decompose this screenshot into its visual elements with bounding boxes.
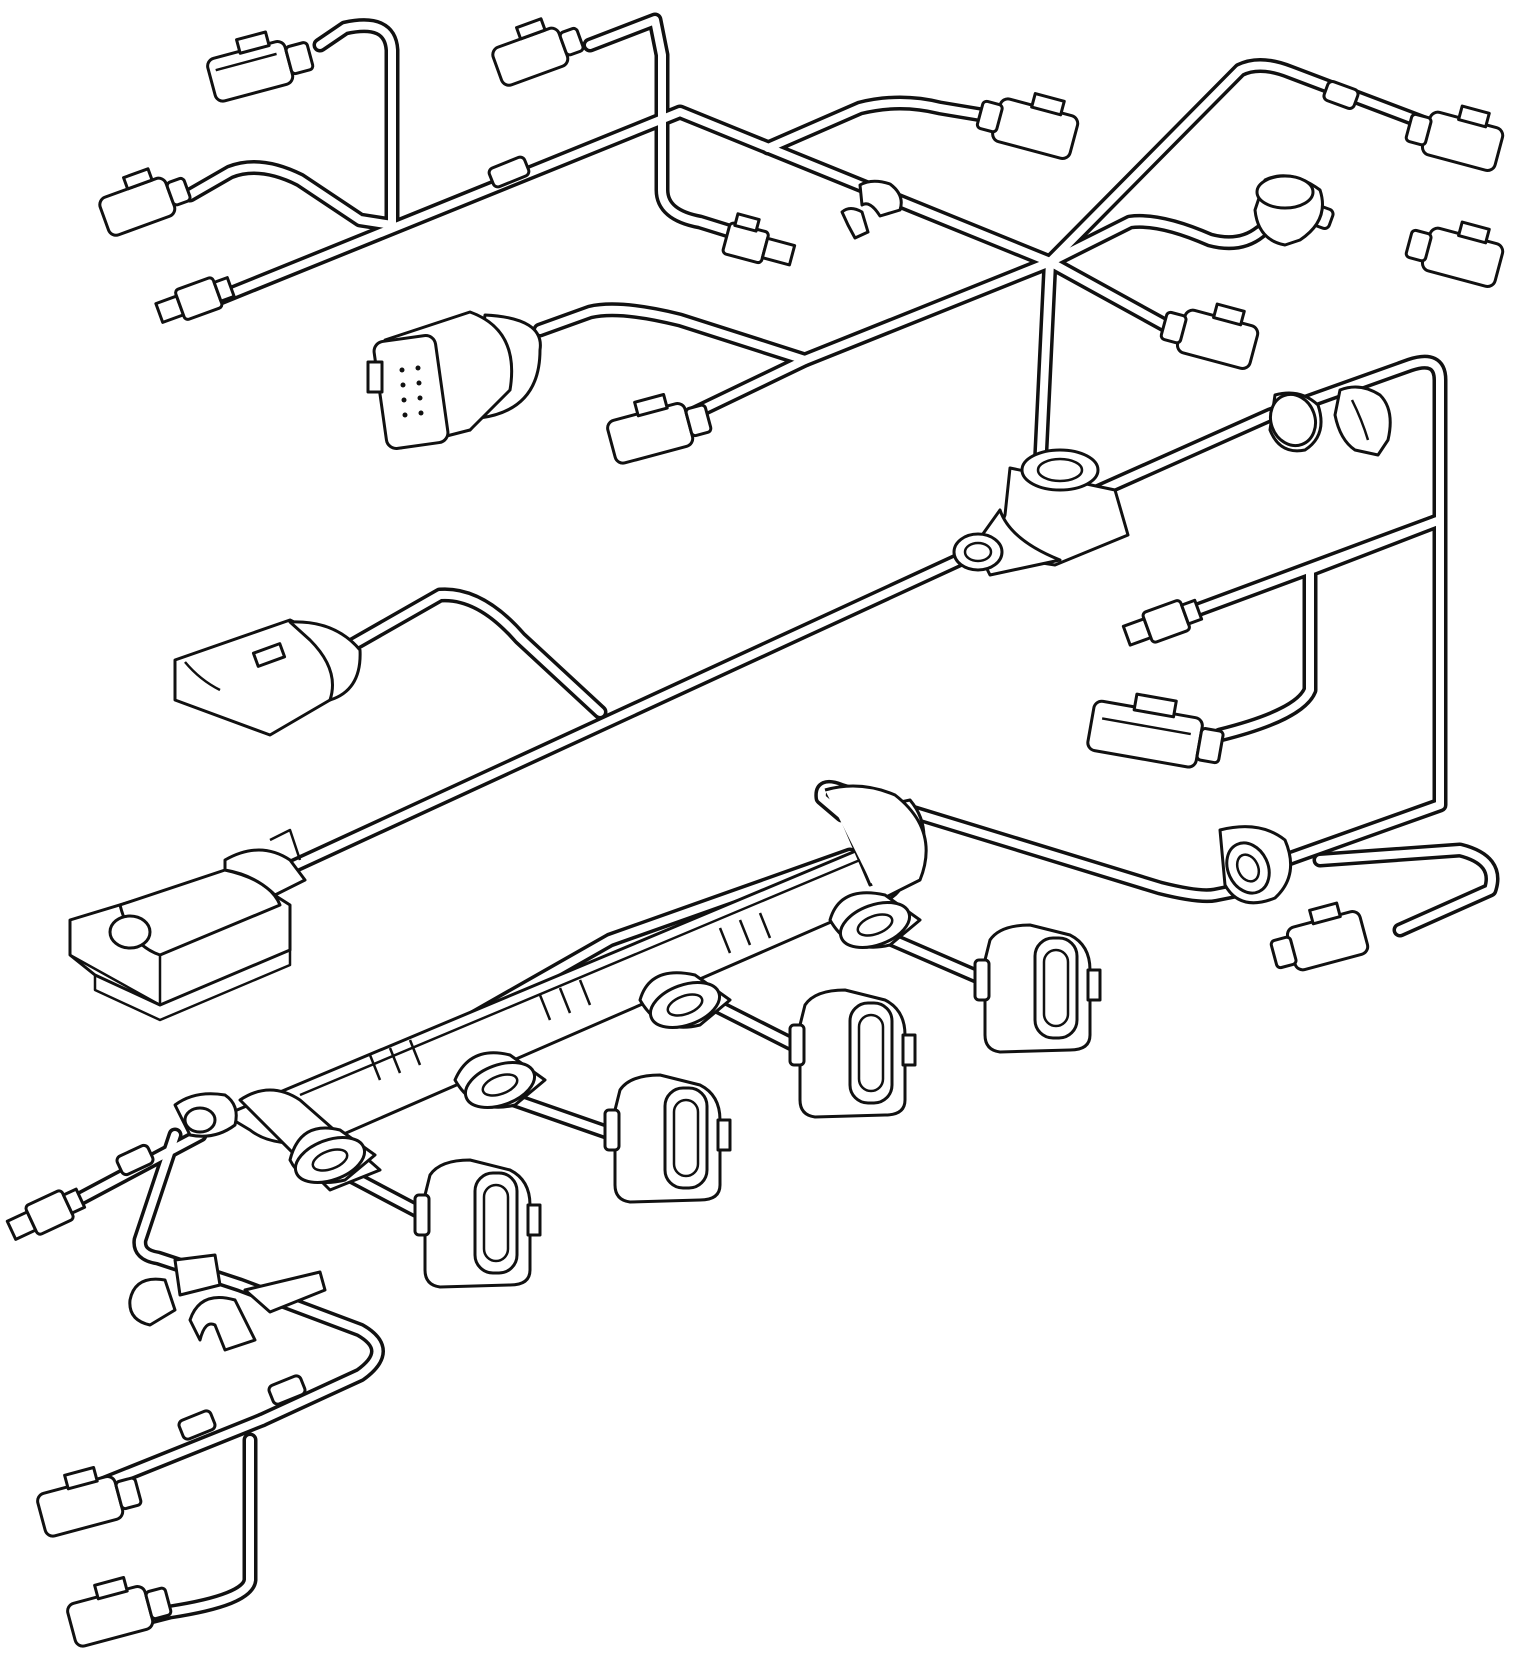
- small-connector: [1404, 220, 1505, 289]
- coil-connector: [413, 1158, 542, 1289]
- wire-clip: [840, 179, 903, 240]
- coil-boot: [288, 1126, 377, 1184]
- coil-boot: [453, 1051, 547, 1109]
- small-connector: [206, 30, 315, 103]
- wire-clip: [128, 1253, 222, 1327]
- coil-boot: [828, 891, 922, 949]
- small-connector: [975, 92, 1080, 161]
- small-connector: [1086, 692, 1225, 769]
- coil-connector: [788, 988, 917, 1119]
- junction-block: [952, 448, 1130, 577]
- small-connector: [36, 1465, 143, 1538]
- coil-boot: [638, 971, 732, 1029]
- small-connector: [98, 167, 192, 237]
- multi-pin-connector: [366, 310, 542, 450]
- large-connector: [173, 618, 362, 737]
- small-connector: [491, 17, 585, 87]
- mini-connector: [154, 276, 236, 324]
- small-connector: [1404, 104, 1505, 173]
- coil-connector: [973, 923, 1102, 1054]
- mini-connector: [5, 1187, 87, 1241]
- sensor-connector: [1253, 174, 1324, 247]
- small-connector: [66, 1575, 173, 1648]
- wire-clip: [188, 1270, 327, 1352]
- grommet: [1218, 825, 1293, 905]
- small-connector: [1159, 302, 1260, 371]
- main-harness-connector: [68, 828, 307, 1022]
- small-connector: [606, 392, 713, 465]
- mini-connector: [721, 212, 797, 267]
- mini-connector: [1121, 598, 1204, 647]
- wires: [32, 12, 1500, 1638]
- pin-array: [399, 365, 424, 418]
- harness-loom: [173, 784, 928, 1192]
- small-connector: [1269, 901, 1370, 972]
- coil-connector: [603, 1073, 732, 1204]
- grommet: [1268, 385, 1392, 457]
